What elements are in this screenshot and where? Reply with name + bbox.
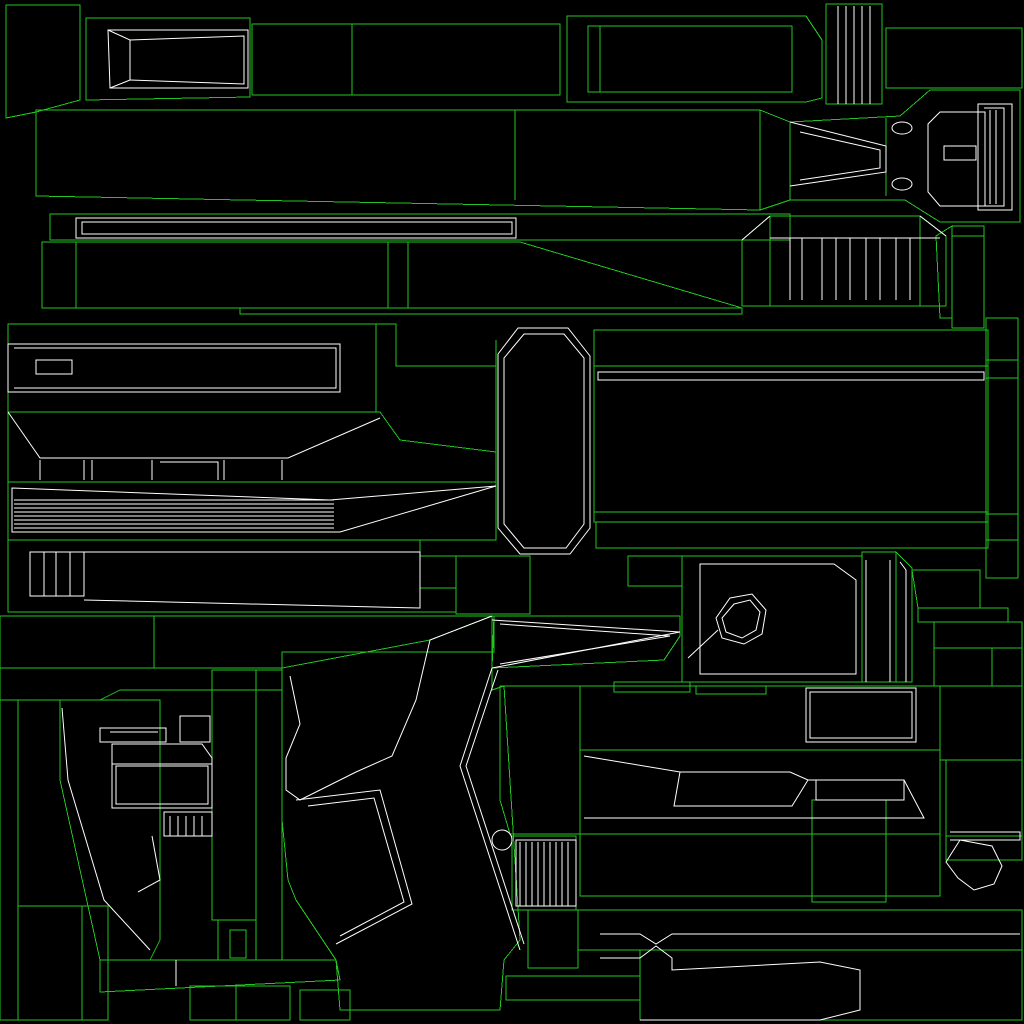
uv-island [455, 555, 531, 615]
uv-island [935, 225, 953, 319]
uv-edge [491, 829, 513, 851]
uv-island [595, 521, 989, 549]
uv-island [825, 3, 883, 105]
uv-edge [597, 371, 985, 381]
uv-edge [307, 797, 405, 937]
uv-island [579, 833, 941, 897]
uv-edge [39, 460, 283, 480]
uv-edge [129, 35, 245, 85]
uv-edge [943, 145, 977, 161]
uv-edge [61, 707, 151, 951]
uv-edge [83, 551, 421, 609]
uv-island [587, 25, 793, 93]
uv-island [189, 985, 291, 1021]
uv-edge [111, 743, 213, 809]
uv-edge [107, 29, 249, 89]
uv-edge [137, 835, 161, 893]
uv-edge [809, 691, 913, 739]
uv-edge [865, 560, 907, 682]
uv-island [566, 15, 823, 103]
uv-edge [491, 619, 681, 669]
uv-edge [7, 411, 381, 459]
uv-island [639, 949, 1023, 1021]
uv-edge [497, 327, 591, 555]
uv-island-outlines [0, 3, 1023, 1021]
uv-island [527, 909, 579, 969]
uv-edge [715, 593, 767, 645]
uv-island [895, 550, 913, 683]
uv-edge [600, 933, 1020, 945]
uv-edge [115, 765, 209, 805]
uv-island [239, 307, 743, 315]
uv-edge [837, 6, 871, 104]
uv-island [85, 17, 251, 101]
uv-edge [7, 343, 341, 393]
uv-edge [295, 789, 413, 945]
uv-edge [35, 359, 73, 375]
uv-edge [29, 551, 85, 597]
uv-edge [687, 629, 719, 659]
uv-edge [499, 623, 671, 665]
uv-island [695, 685, 767, 695]
uv-edge [75, 217, 517, 239]
uv-edge [799, 131, 881, 181]
uv-edge [699, 563, 857, 675]
uv-edge [519, 842, 569, 906]
uv-edge [721, 599, 761, 639]
uv-island [229, 929, 247, 959]
uv-edge [673, 771, 809, 807]
uv-island [613, 681, 691, 693]
uv-edge [107, 29, 131, 89]
uv-edge [163, 811, 213, 837]
uv-edge [14, 347, 337, 389]
uv-edge [741, 215, 947, 241]
uv-edge [515, 839, 577, 907]
uv-edge [977, 103, 1013, 211]
uv-detail-edges [7, 6, 1021, 1021]
uv-island [81, 905, 109, 1021]
uv-edge [179, 715, 211, 743]
uv-edge [99, 727, 167, 743]
uv-edge [945, 839, 1003, 891]
uv-edge [789, 121, 887, 187]
uv-edge [14, 499, 334, 529]
uv-island [99, 959, 341, 993]
uv-island [251, 23, 561, 96]
uv-island [281, 615, 521, 1011]
uv-edge [11, 485, 497, 533]
uv-island [985, 317, 1019, 579]
uv-edge [891, 177, 913, 191]
uv-edge [459, 667, 521, 951]
uv-edge [805, 687, 917, 743]
uv-edge [789, 238, 911, 300]
uv-island [885, 27, 1023, 89]
uv-island [789, 89, 1021, 223]
uv-edge [429, 615, 493, 641]
uv-edge [81, 221, 513, 235]
uv-island [49, 213, 791, 241]
uv-edge [503, 333, 585, 549]
uv-edge [169, 816, 203, 836]
uv-island [499, 685, 581, 835]
uv-edge [891, 121, 913, 135]
uv-edge [600, 945, 861, 1021]
uv-island [299, 989, 351, 1021]
uv-island [5, 4, 81, 119]
uv-island [945, 835, 1023, 861]
uv-edge [989, 110, 997, 204]
uv-edge [465, 669, 525, 945]
uv-edge [950, 831, 1021, 841]
uv-edge [43, 552, 71, 596]
uv-island [7, 481, 497, 541]
uv-edge [984, 107, 1005, 207]
uv-edge [815, 779, 905, 801]
uv-edge [927, 111, 986, 207]
